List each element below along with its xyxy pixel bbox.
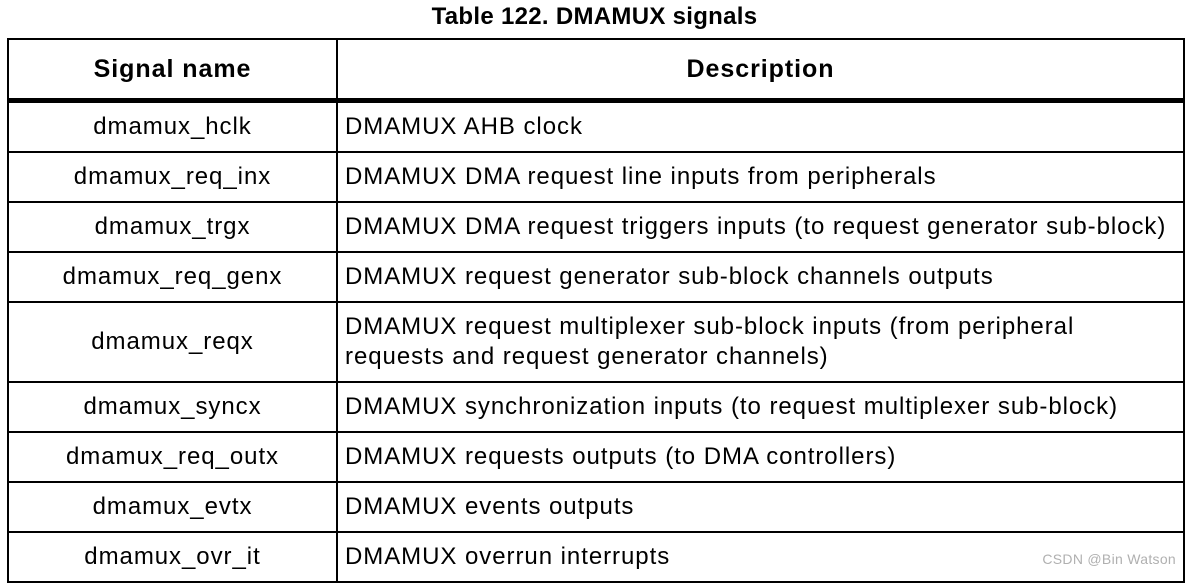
signal-name-cell: dmamux_evtx	[7, 481, 338, 533]
header-row: Signal name Description	[7, 38, 1185, 103]
table-row: dmamux_req_outx DMAMUX requests outputs …	[7, 431, 1185, 483]
signal-name-cell: dmamux_req_outx	[7, 431, 338, 483]
table-row: dmamux_hclk DMAMUX AHB clock	[7, 99, 1185, 153]
table-row: dmamux_syncx DMAMUX synchronization inpu…	[7, 381, 1185, 433]
table-row: dmamux_trgx DMAMUX DMA request triggers …	[7, 201, 1185, 253]
header-signal-name: Signal name	[7, 38, 338, 103]
description-cell: DMAMUX DMA request triggers inputs (to r…	[336, 201, 1185, 253]
description-cell: DMAMUX overrun interrupts	[336, 531, 1185, 583]
signal-name-cell: dmamux_reqx	[7, 301, 338, 383]
table-row: dmamux_evtx DMAMUX events outputs	[7, 481, 1185, 533]
table-row: dmamux_ovr_it DMAMUX overrun interrupts	[7, 531, 1185, 583]
table-row: dmamux_req_inx DMAMUX DMA request line i…	[7, 151, 1185, 203]
description-cell: DMAMUX request generator sub-block chann…	[336, 251, 1185, 303]
signal-name-cell: dmamux_req_genx	[7, 251, 338, 303]
description-cell: DMAMUX DMA request line inputs from peri…	[336, 151, 1185, 203]
table-title: Table 122. DMAMUX signals	[431, 3, 758, 30]
signal-name-cell: dmamux_trgx	[7, 201, 338, 253]
dmamux-signals-table: Signal name Description dmamux_hclk DMAM…	[7, 38, 1185, 583]
signal-name-cell: dmamux_ovr_it	[7, 531, 338, 583]
table-row: dmamux_reqx DMAMUX request multiplexer s…	[7, 301, 1185, 383]
watermark: CSDN @Bin Watson	[1042, 551, 1176, 567]
table-header: Signal name Description	[7, 38, 1185, 103]
description-cell: DMAMUX request multiplexer sub-block inp…	[336, 301, 1185, 383]
description-cell: DMAMUX AHB clock	[336, 99, 1185, 153]
signal-name-cell: dmamux_req_inx	[7, 151, 338, 203]
table-body: dmamux_hclk DMAMUX AHB clock dmamux_req_…	[7, 99, 1185, 583]
description-cell: DMAMUX requests outputs (to DMA controll…	[336, 431, 1185, 483]
description-cell: DMAMUX events outputs	[336, 481, 1185, 533]
header-description: Description	[336, 38, 1185, 103]
description-cell: DMAMUX synchronization inputs (to reques…	[336, 381, 1185, 433]
signal-name-cell: dmamux_syncx	[7, 381, 338, 433]
signal-name-cell: dmamux_hclk	[7, 99, 338, 153]
table-row: dmamux_req_genx DMAMUX request generator…	[7, 251, 1185, 303]
